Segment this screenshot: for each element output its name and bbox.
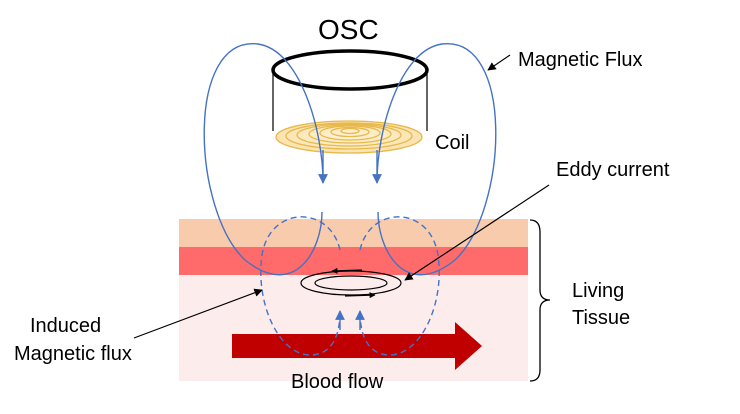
eddy-current-pointer — [404, 184, 550, 281]
osc-loop — [271, 49, 429, 91]
coil-label: Coil — [435, 132, 470, 154]
tissue-layer — [179, 275, 528, 381]
magnetic-flux-pointer — [487, 54, 511, 71]
induced-flux-lines — [260, 216, 440, 356]
living-tissue-label-line1: Living — [572, 280, 625, 302]
coil — [275, 120, 423, 154]
blood-flow-label: Blood flow — [291, 371, 384, 393]
eddy-current — [300, 267, 402, 299]
living-tissue-label-line2: Tissue — [572, 307, 631, 329]
living-tissue-bracket — [529, 219, 551, 382]
magnetic-flux-lines — [203, 43, 497, 276]
osc-label: OSC — [318, 14, 379, 45]
induced-label-line2: Magnetic flux — [14, 343, 132, 365]
eddy-current-label: Eddy current — [556, 159, 670, 181]
blood-flow-arrow — [232, 322, 482, 370]
induced-flux-pointer — [133, 288, 263, 339]
induced-label-line1: Induced — [30, 315, 102, 337]
magnetic-flux-label: Magnetic Flux — [518, 49, 643, 71]
